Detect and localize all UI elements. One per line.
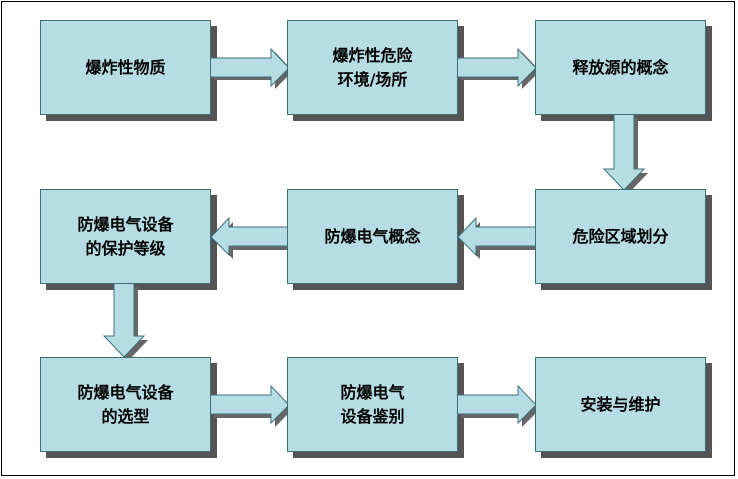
node-installation: 安装与维护 bbox=[535, 357, 706, 452]
node-label: 防爆电气设备 的选型 bbox=[77, 382, 174, 426]
node-label: 防爆电气 设备鉴别 bbox=[340, 382, 405, 426]
node-label: 爆炸性物质 bbox=[85, 57, 166, 77]
node-release-source: 释放源的概念 bbox=[535, 20, 706, 115]
node-label: 爆炸性危险 环境/场所 bbox=[332, 45, 413, 89]
arrow-right-1 bbox=[209, 47, 293, 89]
arrow-left-1 bbox=[457, 216, 540, 259]
arrow-left-2 bbox=[210, 216, 293, 259]
node-label: 防爆电气概念 bbox=[324, 226, 421, 246]
arrow-right-3 bbox=[209, 384, 293, 427]
arrow-right-4 bbox=[456, 384, 540, 427]
node-label: 防爆电气设备 的保护等级 bbox=[77, 214, 174, 258]
arrow-down-1 bbox=[602, 113, 648, 194]
node-ex-concept: 防爆电气概念 bbox=[287, 189, 458, 284]
node-zone-classification: 危险区域划分 bbox=[535, 189, 706, 284]
node-label: 危险区域划分 bbox=[572, 226, 669, 246]
arrow-down-2 bbox=[102, 282, 148, 361]
arrow-right-2 bbox=[456, 47, 540, 89]
node-hazardous-area: 爆炸性危险 环境/场所 bbox=[287, 20, 458, 115]
node-selection: 防爆电气设备 的选型 bbox=[40, 357, 211, 452]
node-explosive-substance: 爆炸性物质 bbox=[40, 20, 211, 115]
node-label: 安装与维护 bbox=[580, 394, 661, 414]
node-certification: 防爆电气 设备鉴别 bbox=[287, 357, 458, 452]
node-label: 释放源的概念 bbox=[572, 57, 669, 77]
node-protection-level: 防爆电气设备 的保护等级 bbox=[40, 189, 211, 284]
